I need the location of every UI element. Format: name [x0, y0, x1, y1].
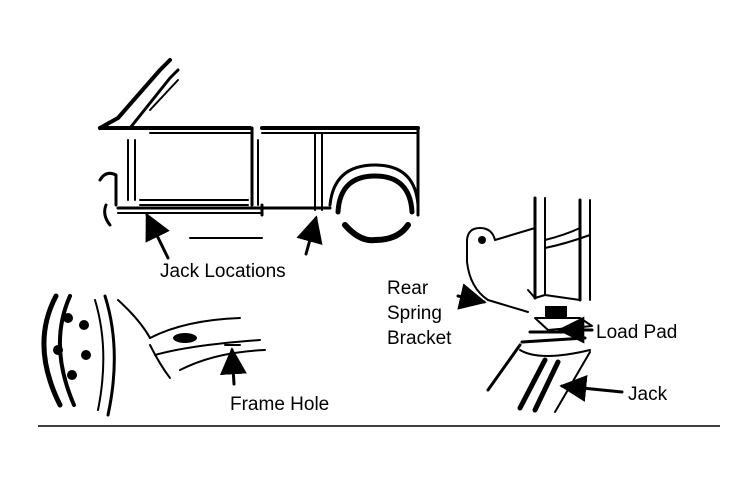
- rear-spring-bracket-label-line2: Spring: [387, 303, 442, 324]
- rear-spring-bracket-label-line1: Rear: [387, 278, 429, 299]
- jack-arrow: [559, 374, 624, 402]
- frame-hole-label: Frame Hole: [230, 394, 329, 415]
- load-pad-label: Load Pad: [596, 322, 677, 343]
- truck-side-view-illustration: [98, 58, 420, 244]
- frame-hole-illustration: [41, 293, 266, 417]
- jack-location-rear-arrow: [296, 215, 323, 256]
- jack-location-front-arrow: [145, 212, 170, 260]
- rear-spring-bracket-arrow: [456, 283, 487, 310]
- rear-spring-bracket-illustration: [466, 196, 593, 413]
- jack-label: Jack: [628, 384, 668, 405]
- rear-spring-bracket-label-line3: Bracket: [387, 328, 452, 349]
- frame-hole-arrow: [219, 347, 247, 386]
- jack-locations-label: Jack Locations: [160, 261, 286, 282]
